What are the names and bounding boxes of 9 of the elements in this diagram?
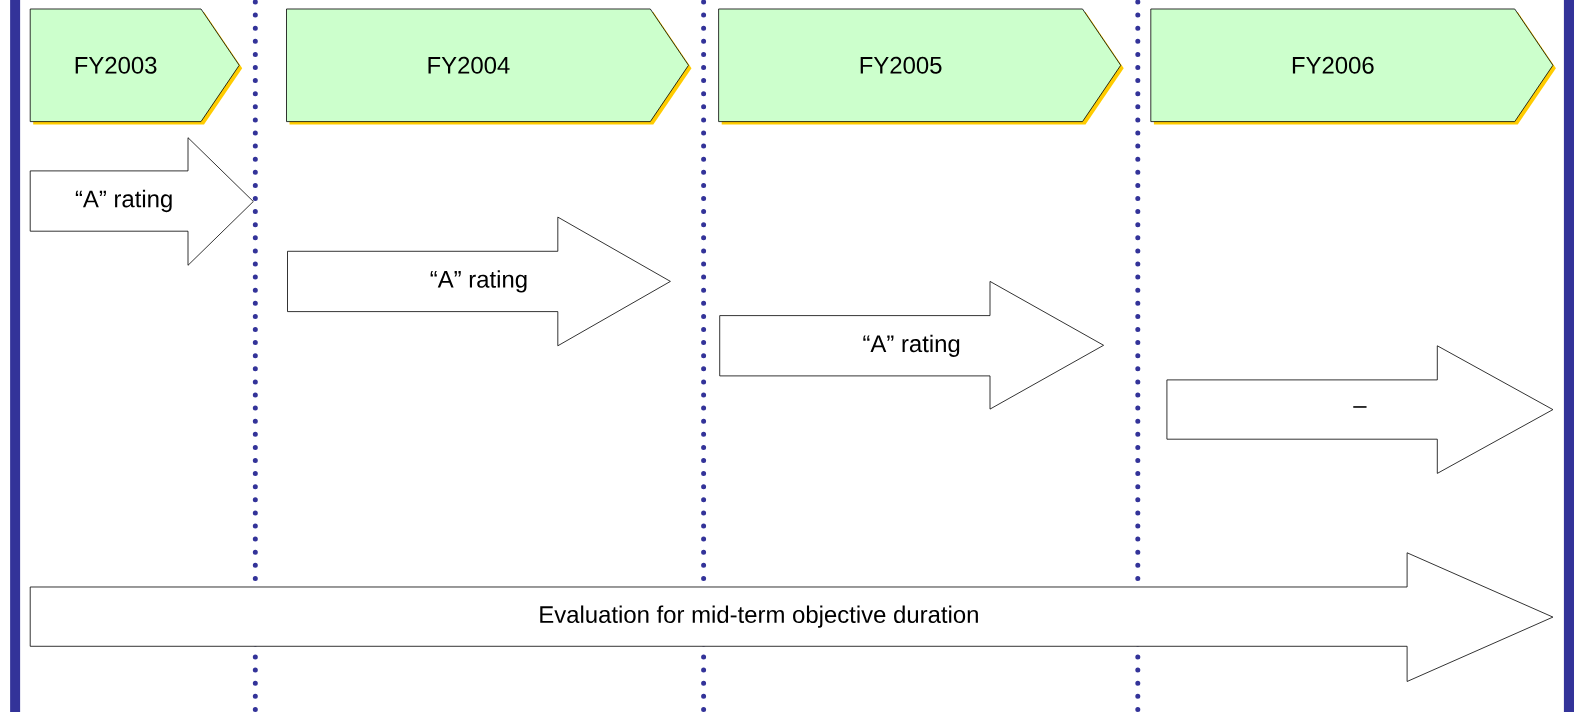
- period-bar: –: [1166, 345, 1554, 474]
- year-header: FY2003: [29, 8, 243, 125]
- year-header: FY2004: [286, 8, 692, 125]
- period-bar: Evaluation for mid-term objective duration: [29, 552, 1554, 682]
- period-bar: “A” rating: [29, 137, 254, 266]
- year-header: FY2005: [718, 8, 1124, 125]
- period-bar: “A” rating: [719, 281, 1104, 410]
- period-bar: “A” rating: [287, 216, 671, 347]
- year-header: FY2006: [1150, 8, 1556, 125]
